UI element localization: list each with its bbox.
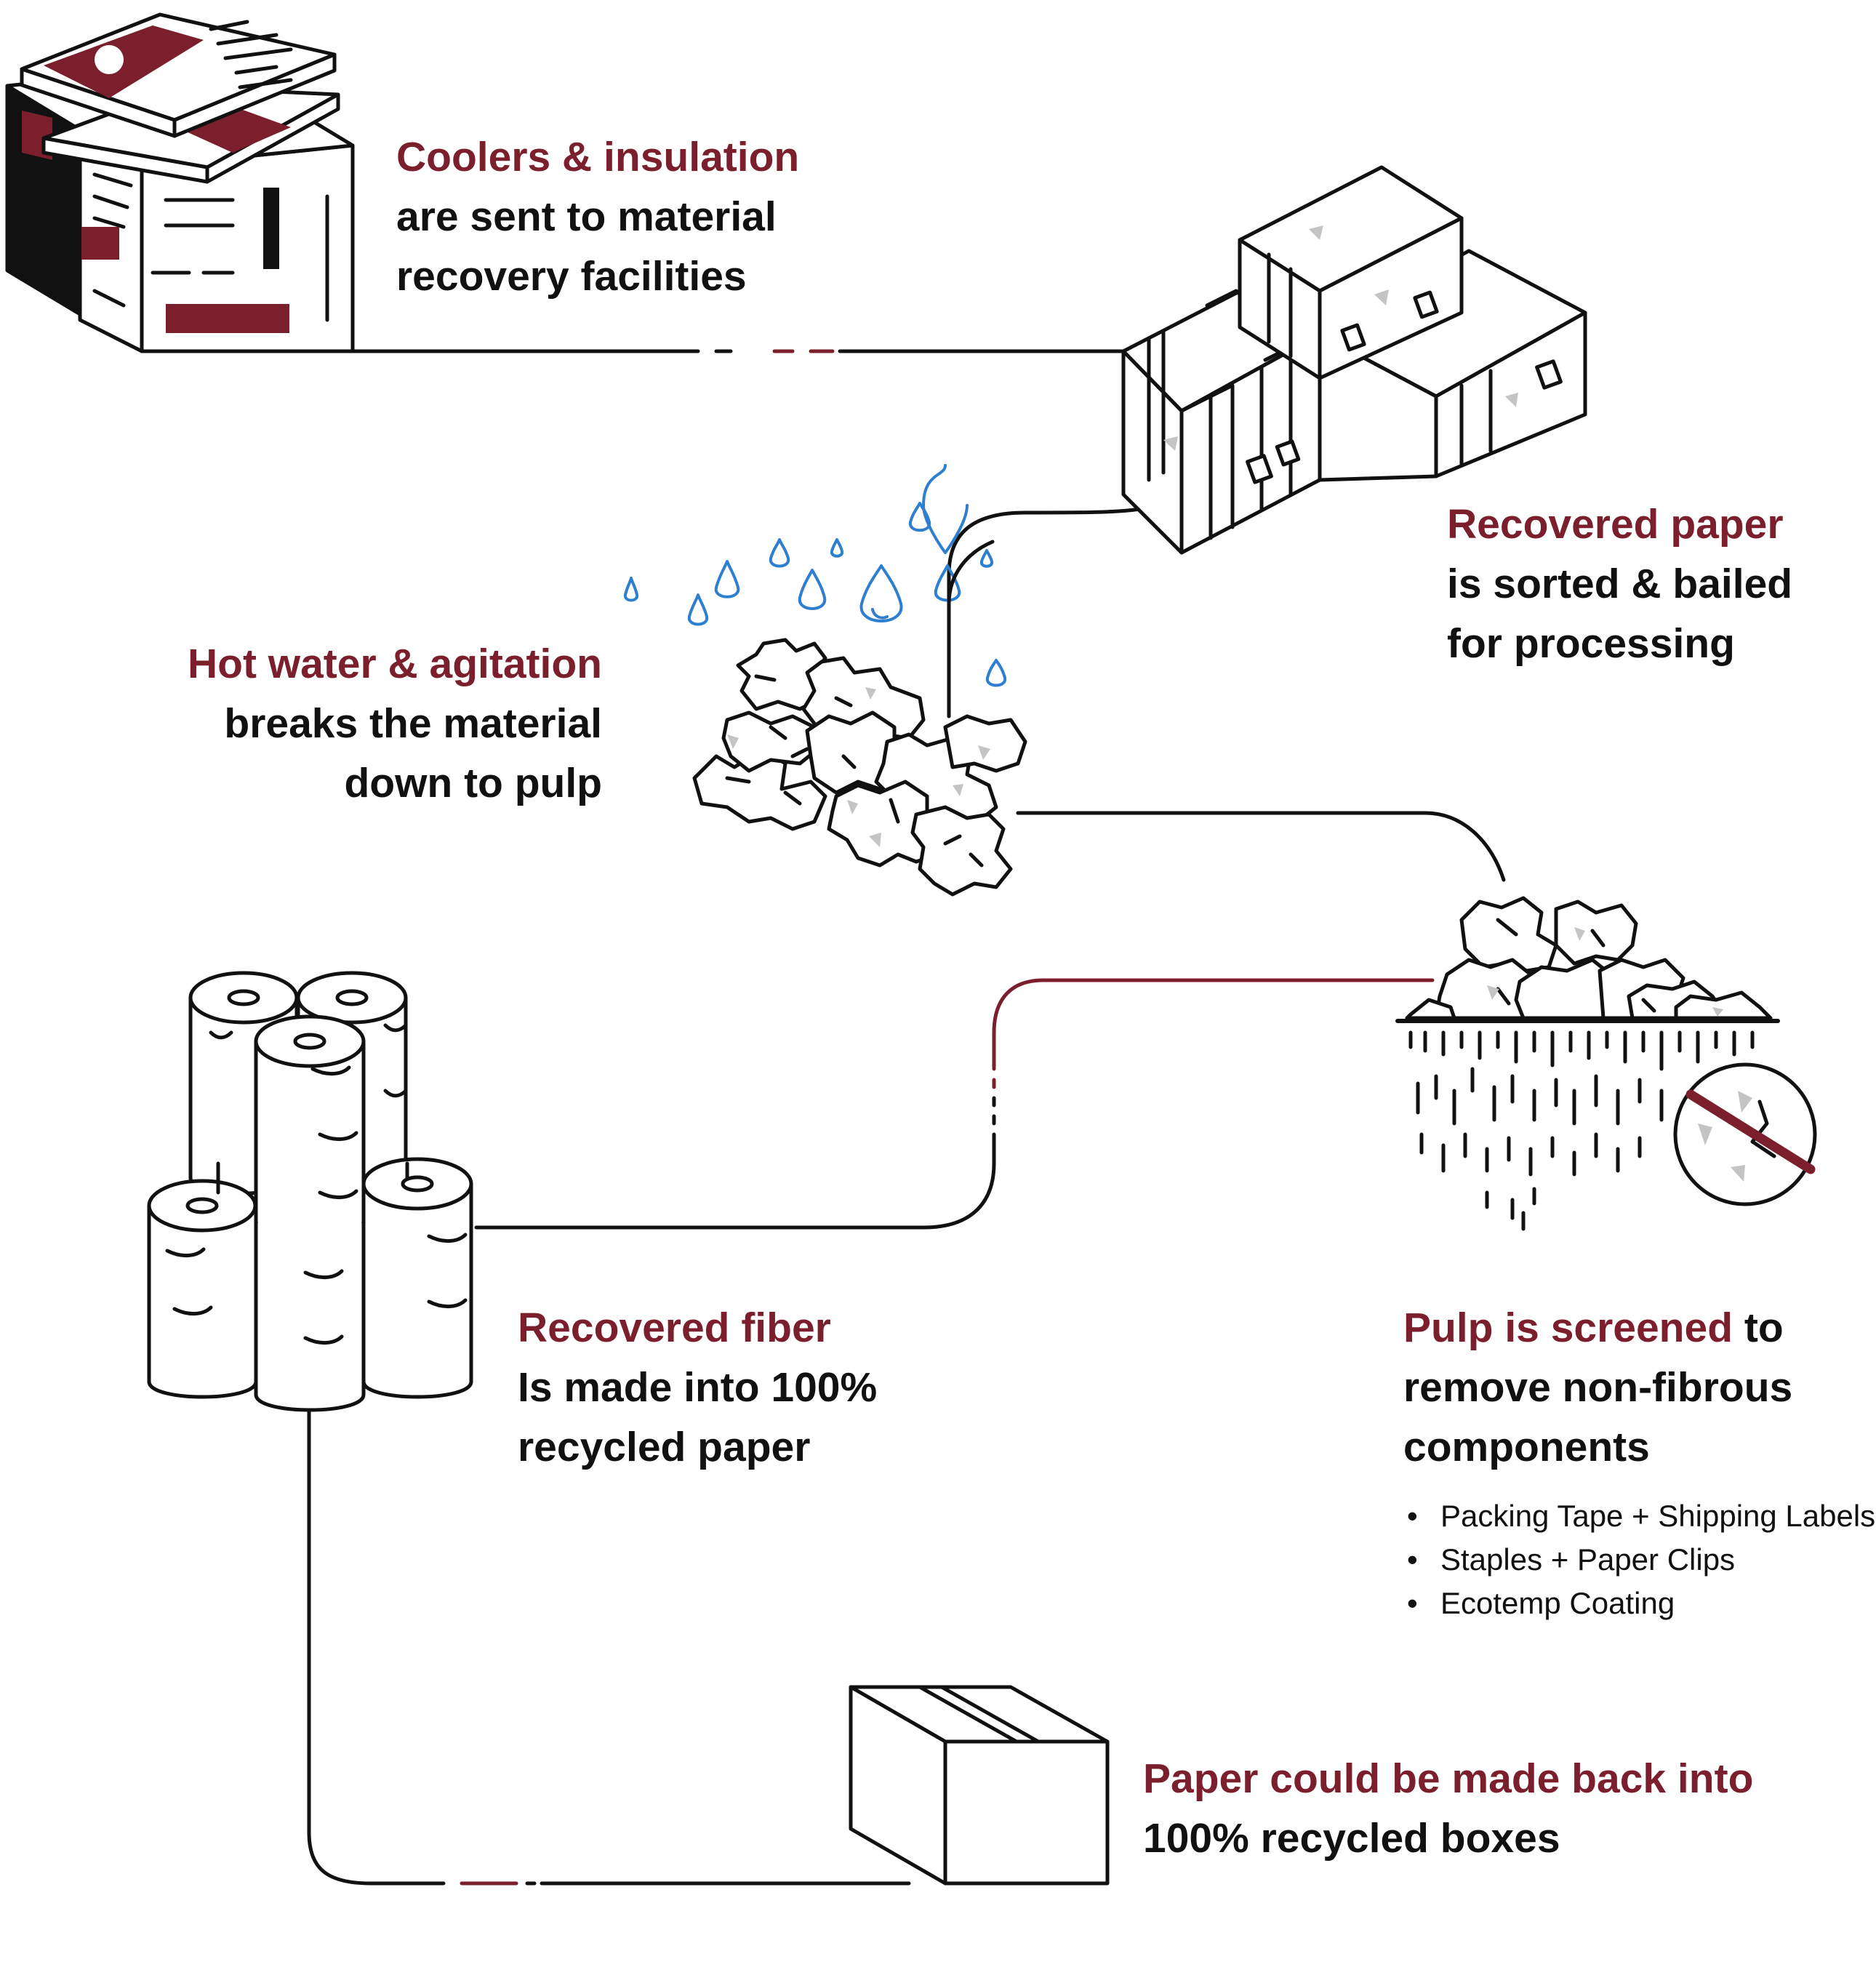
step-pulp-screened-line1: Pulp is screened to (1403, 1298, 1792, 1358)
step-recovered-paper-line3: for processing (1447, 620, 1735, 667)
paper-bales-icon (1121, 165, 1587, 555)
step-recovered-paper: Recovered paper is sorted & bailed for p… (1447, 494, 1792, 673)
step-coolers-line3: recovery facilities (396, 253, 747, 300)
step-pulp-screened: Pulp is screened to remove non-fibrous c… (1403, 1298, 1792, 1477)
recycled-box-icon (849, 1685, 1110, 1886)
flow-connector (307, 349, 1506, 1886)
step-recovered-paper-title: Recovered paper (1447, 501, 1784, 548)
step-pulp-screened-line2: remove non-fibrous (1403, 1364, 1793, 1411)
step-recycled-boxes: Paper could be made back into 100% recyc… (1143, 1749, 1753, 1868)
non-fibrous-components-list: Packing Tape + Shipping Labels Staples +… (1407, 1494, 1875, 1625)
list-item: Packing Tape + Shipping Labels (1407, 1494, 1875, 1538)
step-recovered-fiber-line2: Is made into 100% (518, 1364, 878, 1411)
step-pulp-screened-suffix: to (1733, 1305, 1784, 1351)
screen-icon (1395, 896, 1780, 1231)
step-coolers: Coolers & insulation are sent to materia… (396, 127, 799, 306)
flow-connector-dash (525, 1096, 996, 1886)
step-coolers-line2: are sent to material (396, 193, 777, 240)
step-pulp-screened-title: Pulp is screened (1403, 1305, 1733, 1351)
step-recovered-fiber-title: Recovered fiber (518, 1305, 831, 1351)
no-debris-icon (1673, 1062, 1817, 1206)
pulp-icon (692, 638, 1027, 897)
list-item: Ecotemp Coating (1407, 1582, 1875, 1625)
cooler-boxes-icon (5, 12, 355, 353)
paper-rolls-icon (147, 971, 473, 1412)
flow-connector (947, 540, 995, 718)
list-item: Staples + Paper Clips (1407, 1538, 1875, 1582)
step-hot-water: Hot water & agitation breaks the materia… (188, 634, 602, 813)
step-pulp-screened-line3: components (1403, 1424, 1650, 1470)
step-recovered-fiber: Recovered fiber Is made into 100% recycl… (518, 1298, 877, 1477)
step-coolers-title: Coolers & insulation (396, 134, 800, 180)
step-recovered-fiber-line3: recycled paper (518, 1424, 811, 1470)
step-hot-water-title: Hot water & agitation (187, 641, 602, 687)
step-recovered-paper-line2: is sorted & bailed (1447, 561, 1793, 607)
flow-connector-accent (460, 349, 1435, 1886)
step-hot-water-line3: down to pulp (344, 760, 602, 806)
step-recycled-boxes-line2: 100% recycled boxes (1143, 1815, 1560, 1862)
step-recycled-boxes-title: Paper could be made back into (1143, 1755, 1754, 1802)
step-hot-water-line2: breaks the material (224, 700, 602, 747)
